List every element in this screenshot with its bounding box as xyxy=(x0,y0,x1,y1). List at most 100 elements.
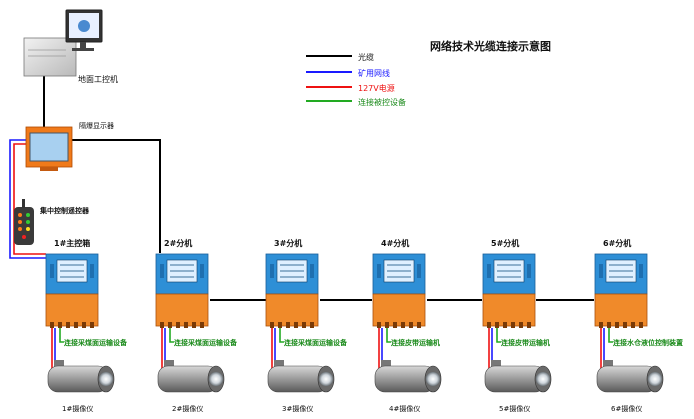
host-side-panel xyxy=(200,264,204,278)
device-connection-line xyxy=(59,328,64,343)
legend-label-device: 连接被控设备 xyxy=(358,97,406,107)
device-connection-line xyxy=(386,328,391,343)
host-cable-gland xyxy=(623,322,627,328)
host-cable-gland xyxy=(527,322,531,328)
device-connection-line xyxy=(496,328,501,343)
remote-antenna xyxy=(22,199,25,208)
pc-monitor-base xyxy=(72,48,94,51)
cable-display-host1 xyxy=(9,139,46,259)
host-cable-gland xyxy=(599,322,603,328)
host-cable-gland xyxy=(409,322,413,328)
legend: 光缆 矿用网线 127V电源 连接被控设备 xyxy=(306,52,406,107)
remote-button xyxy=(26,227,30,231)
host-bottom-box xyxy=(155,293,209,327)
host-label: 4#分机 xyxy=(381,238,409,248)
host-cable-gland xyxy=(66,322,70,328)
host-cable-gland xyxy=(74,322,78,328)
host-side-panel xyxy=(527,264,531,278)
device-label: 连接采煤面运输设备 xyxy=(284,338,348,347)
host-cable-gland xyxy=(278,322,282,328)
remote-controller: 集中控制遥控器 xyxy=(14,199,90,245)
host-cable-gland xyxy=(176,322,180,328)
camera-label: 4#摄像仪 xyxy=(389,404,420,413)
host-cable-gland xyxy=(50,322,54,328)
host-cable-gland xyxy=(631,322,635,328)
host-side-panel xyxy=(90,264,94,278)
host-cable-gland xyxy=(393,322,397,328)
legend-label-power: 127V电源 xyxy=(358,83,395,93)
host-cable-gland xyxy=(417,322,421,328)
host-bottom-box xyxy=(372,293,426,327)
fiber-display-host2 xyxy=(70,139,161,253)
device-label: 连接皮带运输机 xyxy=(501,338,550,347)
remote-button xyxy=(18,220,22,224)
remote-button xyxy=(26,213,30,217)
camera-label: 5#摄像仪 xyxy=(499,404,530,413)
legend-label-fiber: 光缆 xyxy=(358,52,374,62)
display-label: 隔爆显示器 xyxy=(79,121,114,130)
host-cable-gland xyxy=(377,322,381,328)
host-cable-gland xyxy=(294,322,298,328)
host-cable-gland xyxy=(310,322,314,328)
host-side-panel xyxy=(487,264,491,278)
host-bottom-box xyxy=(594,293,648,327)
explosion-proof-display: 隔爆显示器 xyxy=(25,121,114,171)
host-bottom-box xyxy=(265,293,319,327)
camera-label: 1#摄像仪 xyxy=(62,404,93,413)
host-label: 6#分机 xyxy=(603,238,631,248)
host-cable-gland xyxy=(82,322,86,328)
host-cable-gland xyxy=(639,322,643,328)
display-mount xyxy=(40,167,58,171)
host-side-panel xyxy=(310,264,314,278)
host-cable-gland xyxy=(270,322,274,328)
camera-label: 2#摄像仪 xyxy=(172,404,203,413)
device-connection-line xyxy=(608,328,613,343)
remote-button xyxy=(26,220,30,224)
camera-label: 6#摄像仪 xyxy=(611,404,642,413)
power-display-host1 xyxy=(13,143,46,255)
host-cable-gland xyxy=(184,322,188,328)
remote-button xyxy=(22,235,26,239)
camera-lens xyxy=(536,372,550,386)
host-label: 3#分机 xyxy=(274,238,302,248)
host-cable-gland xyxy=(90,322,94,328)
device-label: 连接采煤面运输设备 xyxy=(174,338,238,347)
host-side-panel xyxy=(599,264,603,278)
host-bottom-box xyxy=(482,293,536,327)
host-label: 2#分机 xyxy=(164,238,192,248)
device-connection-line xyxy=(169,328,174,343)
connection-lines xyxy=(9,74,594,301)
host-cable-gland xyxy=(495,322,499,328)
host-cable-gland xyxy=(487,322,491,328)
display-screen xyxy=(29,132,69,162)
pc-case xyxy=(23,37,77,77)
host-cable-gland xyxy=(503,322,507,328)
pc-monitor-chart xyxy=(78,20,90,32)
host-side-panel xyxy=(377,264,381,278)
host-cable-gland xyxy=(385,322,389,328)
device-label: 连接采煤面运输设备 xyxy=(64,338,128,347)
industrial-pc: 地面工控机 xyxy=(23,9,118,84)
camera-lens xyxy=(648,372,662,386)
camera-lens xyxy=(209,372,223,386)
host-bottom-box xyxy=(45,293,99,327)
remote-body xyxy=(14,207,34,245)
host-side-panel xyxy=(417,264,421,278)
host-side-panel xyxy=(50,264,54,278)
host-cable-gland xyxy=(511,322,515,328)
camera-lens xyxy=(426,372,440,386)
host-side-panel xyxy=(160,264,164,278)
pc-label: 地面工控机 xyxy=(78,74,118,84)
pc-monitor-stand xyxy=(80,42,86,48)
diagram-title: 网络技术光缆连接示意图 xyxy=(430,39,551,53)
host-cable-gland xyxy=(192,322,196,328)
host-cable-gland xyxy=(160,322,164,328)
host-cable-gland xyxy=(302,322,306,328)
